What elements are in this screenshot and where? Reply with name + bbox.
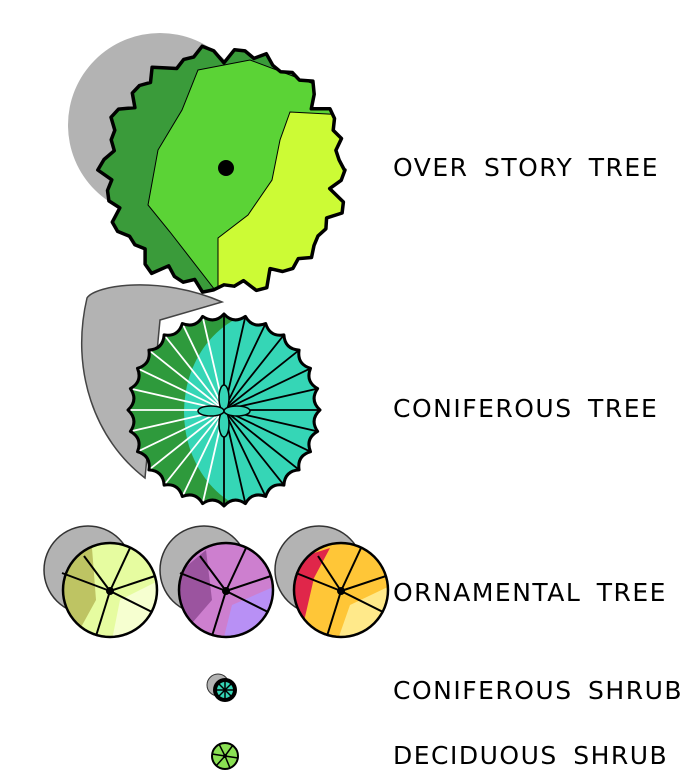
ornamental-tree-symbols	[43, 525, 390, 639]
over-story-tree-symbol	[68, 33, 347, 294]
ornamental-tree-purple	[159, 525, 275, 639]
ornamental-tree-yellow	[43, 525, 159, 639]
canopy-outline	[177, 541, 275, 639]
canopy-outline	[292, 541, 390, 639]
needle-line	[154, 323, 225, 411]
needle-line	[223, 361, 320, 411]
needle-line	[223, 314, 273, 411]
needle-line	[128, 361, 225, 411]
label-ornamental-tree: ORNAMENTAL TREE	[393, 578, 667, 607]
needle-line	[223, 409, 311, 480]
needle-lines	[128, 314, 320, 506]
needle-line	[223, 409, 320, 459]
needle-line	[223, 409, 273, 506]
needle-line	[137, 409, 225, 480]
coniferous-shrub-symbol	[206, 673, 237, 702]
deciduous-shrub-symbol	[211, 742, 239, 770]
label-coniferous-shrub: CONIFEROUS SHRUB	[393, 676, 684, 705]
label-coniferous-tree: CONIFEROUS TREE	[393, 394, 659, 423]
needle-line	[175, 314, 225, 411]
ornamental-tree-orange	[274, 525, 390, 639]
coniferous-tree-symbol	[80, 284, 322, 508]
needle-line	[223, 340, 311, 411]
trunk-dot	[218, 160, 234, 176]
needle-line	[137, 340, 225, 411]
canopy-outline	[61, 541, 159, 639]
needle-line	[175, 409, 225, 506]
label-deciduous-shrub: DECIDUOUS SHRUB	[393, 741, 669, 770]
center-star	[197, 384, 251, 438]
needle-line	[128, 409, 225, 459]
label-over-story-tree: OVER STORY TREE	[393, 153, 659, 182]
needle-line	[223, 409, 294, 497]
needle-line	[223, 323, 294, 411]
needle-line	[154, 409, 225, 497]
